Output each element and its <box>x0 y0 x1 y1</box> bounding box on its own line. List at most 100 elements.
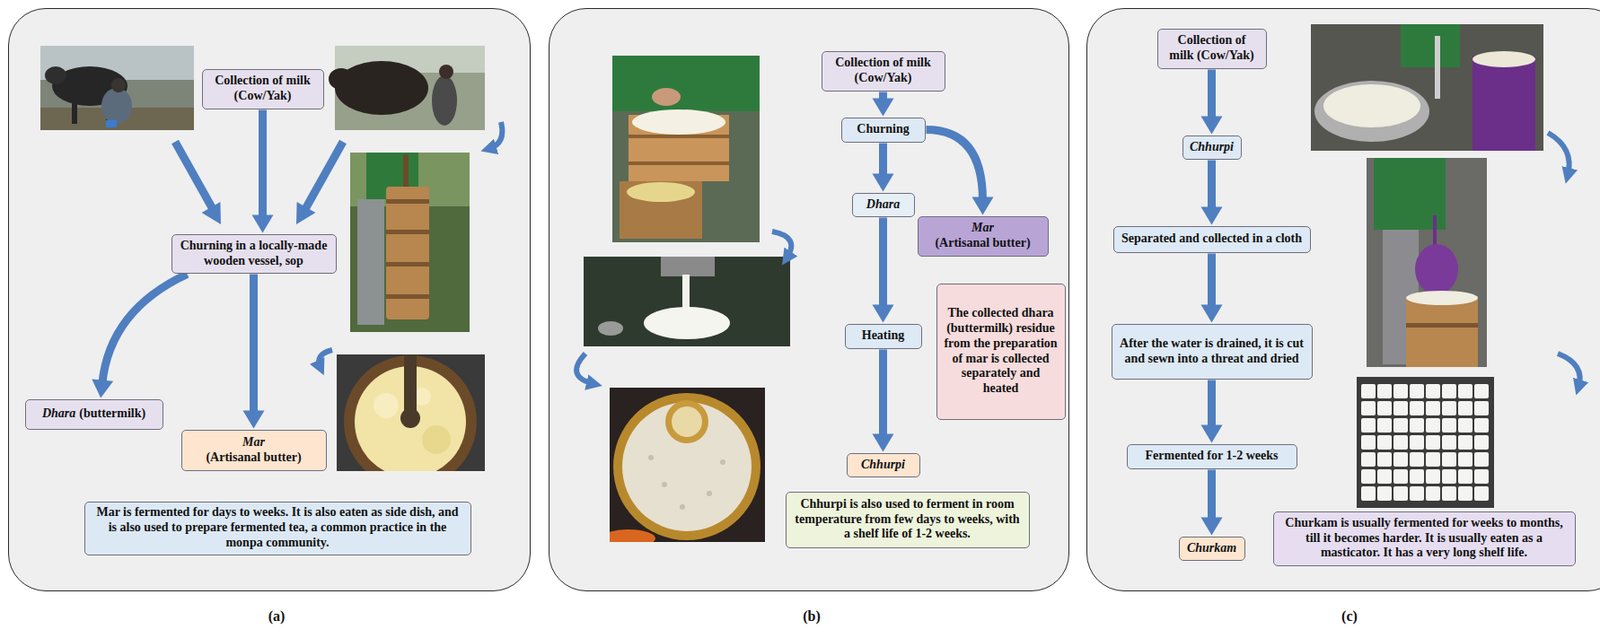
photo-churkam-part-part <box>1474 469 1489 484</box>
photo-arrows-part <box>305 141 343 210</box>
flow-arrow <box>926 130 994 216</box>
process-box: Mar(Artisanal butter) <box>181 430 327 472</box>
photo-churkam-part-part <box>1425 418 1441 433</box>
arrow-head <box>1201 305 1223 324</box>
photo-churkam-part-part <box>1458 401 1473 416</box>
photo-heating <box>609 387 765 543</box>
arrow-head <box>872 305 895 324</box>
photo-churkam-part-part <box>1377 384 1392 399</box>
flow-arrow <box>1201 70 1223 135</box>
process-box: Separated and collected in a cloth <box>1113 226 1311 254</box>
arrow-head <box>91 378 114 398</box>
curved-step-arrows-part <box>318 350 333 369</box>
process-box: Chhurpi <box>1182 135 1242 160</box>
curved-step-arrows-part <box>1557 353 1581 388</box>
photo-milk-and-cloth-part <box>1400 24 1460 68</box>
photo-churkam-part-part <box>1361 384 1376 399</box>
photo-milk-and-cloth-part <box>1314 80 1430 142</box>
photo-churkam-part-part <box>1377 486 1392 502</box>
photo-milk-and-cloth-part <box>1472 51 1536 68</box>
box-text: The collected dhara (buttermilk) residue… <box>943 306 1059 397</box>
arrow-shaft <box>1207 380 1216 430</box>
photo-milking-yak-part <box>334 61 429 115</box>
box-text: Collection of milk (Cow/Yak) <box>828 55 939 87</box>
photo-milking-yak-part <box>328 68 354 90</box>
photo-churkam-part-part <box>1393 486 1408 502</box>
photo-milking-cow-part <box>101 87 132 124</box>
photo-heating-part <box>609 529 656 543</box>
photo-churkam-part-part <box>1409 469 1425 484</box>
photo-milk-and-cloth-part <box>1323 84 1421 128</box>
photo-churkam-part-part <box>1393 401 1408 416</box>
photo-churkam <box>1356 377 1495 509</box>
photo-churkam-part-part <box>1458 418 1473 433</box>
photo-churkam-part-part <box>1393 452 1408 467</box>
curved-step-arrows-part <box>1547 132 1570 176</box>
photo-pouring-part <box>643 307 730 340</box>
photo-churkam-part-part <box>1425 469 1441 484</box>
arrow-head <box>972 197 994 216</box>
arrow-shaft <box>1207 470 1216 522</box>
photo-pouring <box>583 256 791 347</box>
box-text: Mar is fermented for days to weeks. It i… <box>91 505 465 551</box>
photo-churkam-part-part <box>1441 401 1457 416</box>
flow-arrow <box>243 274 265 430</box>
note-box: Chhurpi is also used to ferment in room … <box>785 492 1030 549</box>
photo-churkam-part-part <box>1409 384 1425 399</box>
photo-churning-part <box>386 294 430 299</box>
photo-churkam-part-part <box>1474 418 1489 433</box>
photo-churkam-part-part <box>1458 452 1473 467</box>
arrow-shaft <box>1207 160 1216 211</box>
photo-churn-vessel-part <box>626 182 695 203</box>
photo-churning-part <box>386 229 430 235</box>
photo-churkam-part-part <box>1361 435 1376 450</box>
box-text: Chhurpi <box>861 457 906 474</box>
photo-churkam-part-part <box>1474 401 1489 416</box>
photo-draining-part <box>1406 296 1478 368</box>
box-text: Churkam <box>1186 541 1237 557</box>
photo-churn-vessel-part <box>612 55 760 112</box>
curved-step-arrows-part <box>488 122 502 150</box>
photo-milk-and-cloth-part <box>1310 24 1544 151</box>
flow-arrow <box>1201 254 1223 324</box>
photo-churning-part <box>357 199 385 326</box>
photo-milking-yak-part <box>439 64 454 80</box>
photo-churkam-part-part <box>1393 469 1408 484</box>
photo-churkam-part-part <box>1441 452 1457 467</box>
photo-butter-part <box>421 425 451 455</box>
arrow-head <box>872 98 895 117</box>
box-text: Mar <box>242 435 265 451</box>
box-text: Dhara <box>42 406 76 422</box>
photo-churkam-part-part <box>1377 401 1392 416</box>
photo-heating-part <box>609 387 765 543</box>
photo-churkam-part-part <box>1474 435 1489 450</box>
photo-churning-part <box>350 152 470 333</box>
photo-churn-vessel-part <box>619 181 703 239</box>
photo-heating-part <box>679 504 686 510</box>
arrow-shaft <box>926 130 984 202</box>
photo-churning-part <box>386 186 430 320</box>
box-text: Dhara <box>866 197 900 213</box>
photo-heating-part <box>613 393 761 541</box>
photo-churkam-part-part <box>1409 435 1425 450</box>
photo-heating-part <box>661 482 668 488</box>
photo-churkam-part-part <box>1361 469 1376 484</box>
photo-milk-and-cloth-part <box>1472 55 1536 151</box>
process-box: Collection of milk (Cow/Yak) <box>202 69 325 110</box>
photo-churning-part <box>386 199 430 204</box>
box-text: Collection of milk (Cow/Yak) <box>209 73 317 105</box>
note-box: Churkam is usually fermented for weeks t… <box>1273 511 1576 567</box>
box-text: Churning in a locally-made wooden vessel… <box>178 238 330 270</box>
arrow-shaft <box>102 274 188 385</box>
arrow-head <box>872 174 895 193</box>
photo-pouring-part <box>682 274 690 313</box>
photo-churkam-part-part <box>1441 384 1457 399</box>
arrow-shaft <box>1207 70 1216 121</box>
photo-draining-part <box>1366 158 1487 368</box>
photo-heating-part <box>706 491 713 497</box>
photo-churkam-part-part <box>1393 418 1408 433</box>
photo-milk-and-cloth-part <box>1434 35 1441 99</box>
photo-churkam-part-part <box>1361 401 1376 416</box>
curved-step-arrows-part <box>576 353 595 385</box>
